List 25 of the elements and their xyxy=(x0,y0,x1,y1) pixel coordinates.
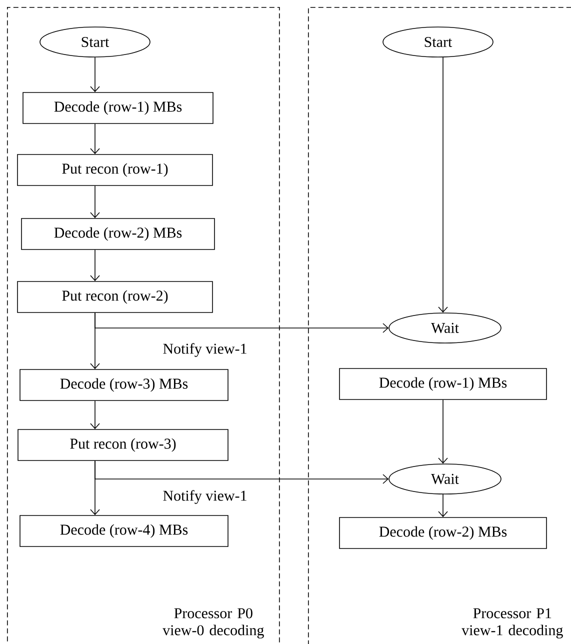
arrow xyxy=(90,400,100,430)
arrow xyxy=(90,124,100,154)
process-box: Decode (row-3) MBs xyxy=(20,369,228,401)
arrow xyxy=(90,186,100,218)
process-box: Put recon (row-1) xyxy=(17,154,213,186)
edge-label: Notify view-1 xyxy=(162,342,248,358)
arrow xyxy=(94,460,389,484)
arrow xyxy=(94,312,389,333)
process-box: Decode (row-1) MBs xyxy=(339,368,547,400)
arrow xyxy=(438,400,448,464)
terminal-oval: Start xyxy=(40,26,150,58)
process-box: Decode (row-4) MBs xyxy=(20,515,228,547)
edge-label: Notify view-1 xyxy=(162,489,248,505)
terminal-oval: Wait xyxy=(388,464,502,494)
arrow xyxy=(90,250,100,282)
terminal-oval: Wait xyxy=(388,312,502,344)
process-box: Decode (row-2) MBs xyxy=(21,218,215,250)
arrow xyxy=(90,57,100,92)
terminal-oval: Start xyxy=(382,26,494,58)
process-box: Put recon (row-2) xyxy=(17,281,213,313)
process-box: Decode (row-1) MBs xyxy=(22,92,214,124)
arrow xyxy=(438,494,448,518)
process-box: Decode (row-2) MBs xyxy=(339,517,547,549)
process-box: Put recon (row-3) xyxy=(18,429,228,461)
arrow xyxy=(438,57,448,313)
